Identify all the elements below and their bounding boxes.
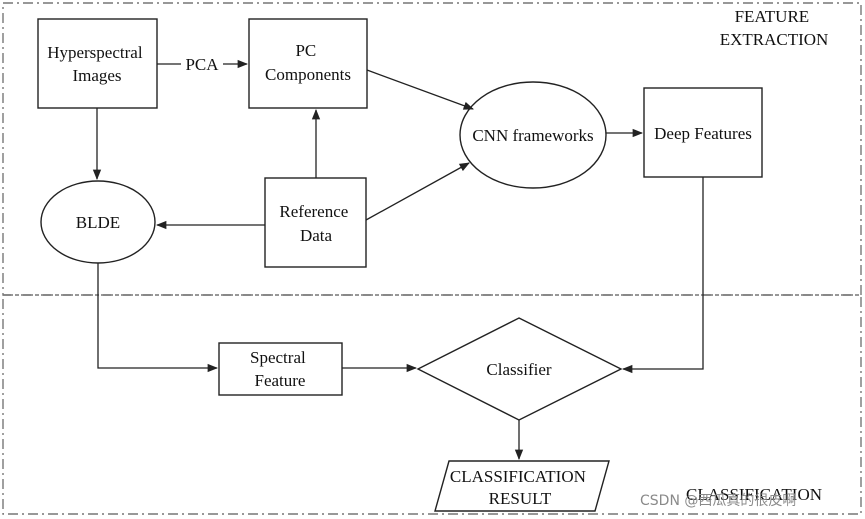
edges (92, 59, 704, 461)
pca-edge-label: PCA (185, 55, 219, 74)
classification-result-node: CLASSIFICATION RESULT (434, 460, 610, 512)
edge-pc-components-to-cnn (366, 69, 474, 110)
svg-text:Classifier: Classifier (486, 360, 551, 379)
pc-components-node: PC Components (248, 18, 368, 109)
feature-extraction-region (2, 2, 862, 296)
svg-text:CNN frameworks: CNN frameworks (472, 126, 593, 145)
hyperspectral-images-node: Hyperspectral Images (37, 18, 158, 109)
edge-reference-to-cnn (365, 162, 470, 221)
edge-blde-to-spectral-feature (97, 263, 219, 373)
blde-node: BLDE (40, 180, 156, 264)
reference-data-node: Reference Data (264, 177, 367, 268)
svg-text:PC Components: PC Components (265, 41, 351, 84)
classification-label: CLASSIFICATION (686, 485, 822, 504)
svg-text:Hyperspectral Images: Hyperspectral Images (47, 43, 147, 85)
feature-extraction-label: FEATURE EXTRACTION (720, 7, 829, 49)
svg-text:CLASSIFICATION RESULT: CLASSIFICATION RESULT (450, 467, 590, 508)
csdn-watermark: CSDN @西瓜真的很皮啊 (640, 493, 796, 509)
cnn-frameworks-node: CNN frameworks (459, 81, 607, 189)
svg-text:Spectral Feature: Spectral Feature (250, 348, 310, 390)
svg-text:BLDE: BLDE (76, 213, 120, 232)
svg-text:Deep Features: Deep Features (654, 124, 752, 143)
deep-features-node: Deep Features (643, 87, 763, 178)
svg-text:Reference Data: Reference Data (279, 202, 352, 245)
classification-region (2, 294, 862, 515)
edge-deep-features-to-classifier (621, 177, 704, 374)
spectral-feature-node: Spectral Feature (218, 342, 343, 396)
classifier-node: Classifier (416, 317, 623, 421)
